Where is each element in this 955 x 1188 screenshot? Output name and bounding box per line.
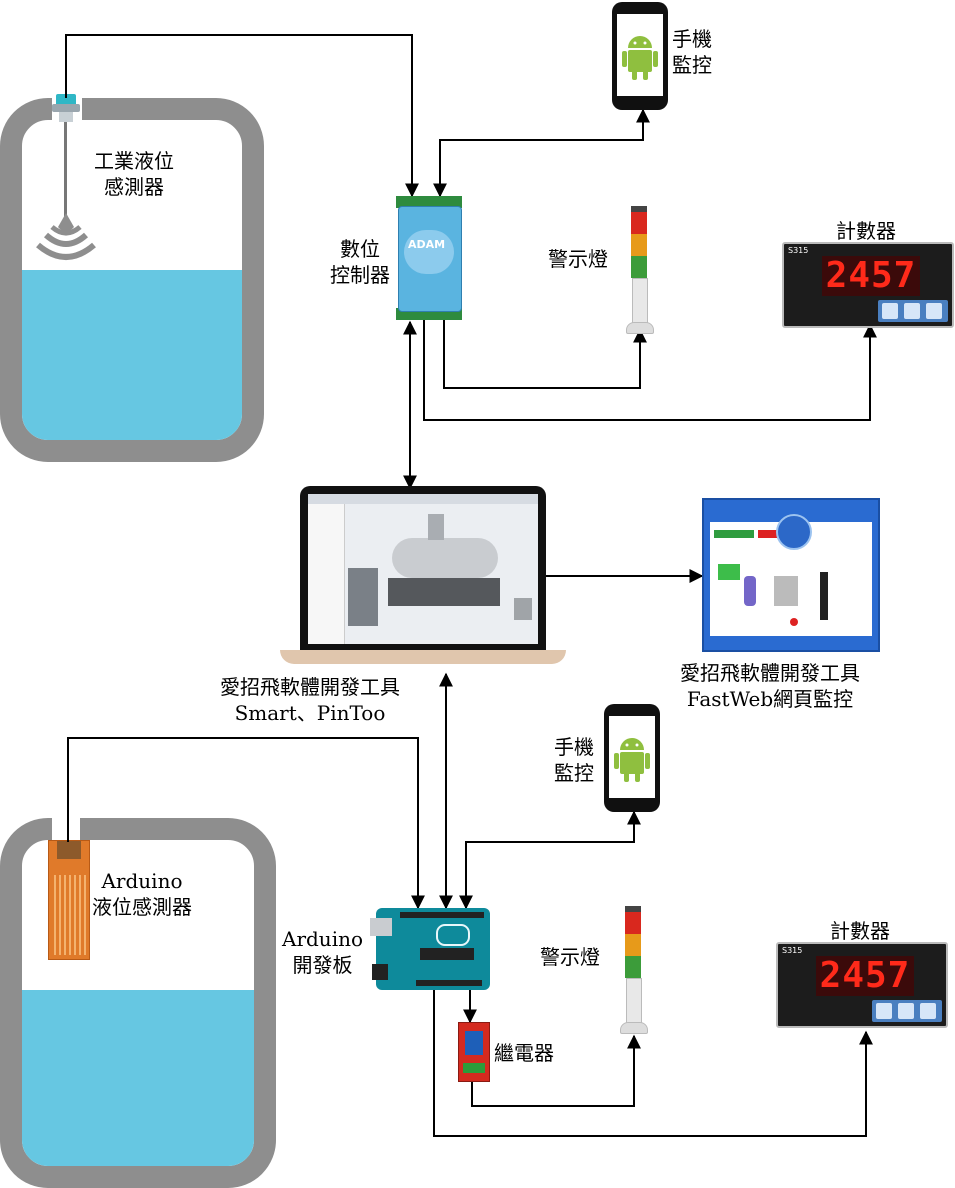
counter-display: 2457 [822, 256, 920, 296]
tank-bottom-gap [52, 814, 80, 844]
counter-keys [878, 300, 948, 322]
industrial-sensor-label: 工業液位 感測器 [94, 149, 174, 199]
arduino-water-sensor [48, 839, 90, 960]
sensor-cable [64, 122, 67, 220]
relay-module [458, 1022, 490, 1082]
software-label: 愛招飛軟體開發工具 Smart、PinToo [220, 675, 400, 725]
warning-light-top-label: 警示燈 [548, 247, 608, 271]
android-icon-bottom [614, 738, 650, 782]
arduino-board-label: Arduino 開發板 [282, 927, 364, 977]
counter-bottom: S315 2457 [776, 942, 948, 1028]
adam-brand-text: ADAM [408, 238, 446, 251]
warning-light-bottom [620, 906, 648, 1034]
phone-top-label: 手機 監控 [672, 27, 712, 77]
counter-top-label: 計數器 [836, 219, 896, 243]
arduino-tank [0, 818, 276, 1188]
arduino-sensor-label: Arduino 液位感測器 [92, 869, 192, 919]
phone-bottom [604, 704, 660, 812]
warning-light-bottom-label: 警示燈 [540, 945, 600, 969]
adam-digital-controller: ADAM [396, 196, 462, 320]
globe-icon [776, 514, 812, 550]
counter-bottom-label: 計數器 [830, 919, 890, 943]
phone-top [612, 2, 668, 110]
fastweb-monitor [702, 498, 880, 652]
wave-bottom-edge [22, 968, 254, 988]
wave-top-edge [22, 248, 242, 263]
digital-controller-label: 數位 控制器 [330, 237, 390, 287]
counter-model: S315 [788, 246, 809, 255]
warning-light-top [626, 206, 654, 334]
laptop-display [308, 494, 538, 644]
relay-label: 繼電器 [494, 1041, 554, 1065]
laptop-base [280, 650, 566, 664]
industrial-tank [0, 98, 264, 462]
sensor-signal-icon [36, 213, 96, 260]
tank-water [22, 270, 242, 440]
web-monitor-label: 愛招飛軟體開發工具 FastWeb網頁監控 [680, 661, 860, 711]
tank-water-bottom [22, 990, 254, 1166]
arduino-board [370, 908, 490, 990]
counter-bottom-keys [872, 1000, 942, 1022]
counter-top: S315 2457 [782, 242, 954, 328]
laptop [300, 486, 546, 650]
industrial-sensor-probe [50, 94, 82, 122]
android-icon [622, 36, 658, 80]
phone-bottom-label: 手機 監控 [554, 735, 594, 785]
counter-bottom-model: S315 [782, 946, 803, 955]
counter-bottom-display: 2457 [816, 956, 914, 996]
